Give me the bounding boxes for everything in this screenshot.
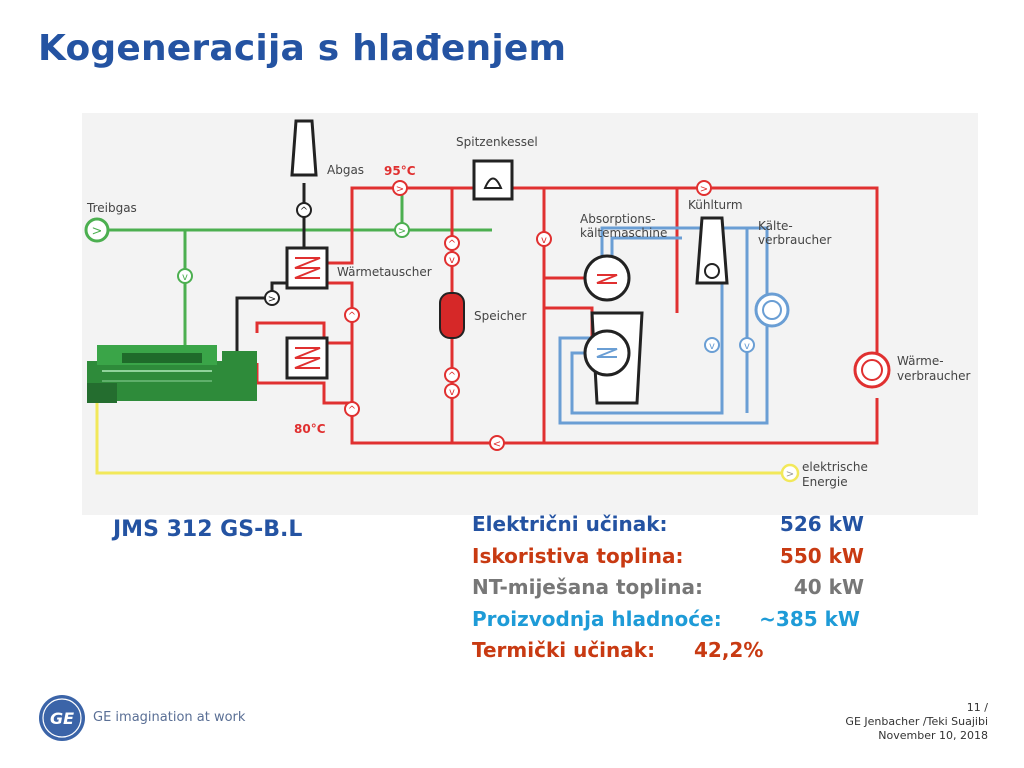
spec-value: ~385 kW xyxy=(759,606,860,631)
svg-text:v: v xyxy=(449,387,455,398)
svg-text:v: v xyxy=(709,341,715,352)
elektrische-label-1: elektrische xyxy=(802,460,868,474)
spec-label: Proizvodnja hladnoće: xyxy=(472,606,722,631)
svg-text:>: > xyxy=(700,184,708,195)
svg-text:^: ^ xyxy=(348,405,356,416)
gas-engine-icon xyxy=(87,345,257,403)
cooling-tower-icon xyxy=(695,216,729,285)
svg-text:v: v xyxy=(449,255,455,266)
spec-value: 42,2% xyxy=(694,638,764,662)
svg-text:^: ^ xyxy=(448,371,456,382)
svg-text:>: > xyxy=(398,226,406,237)
heat-flow-markers: > > v ^ ^ ^ v ^ v < xyxy=(344,180,712,451)
slide-footer: 11 / GE Jenbacher /Teki Suajibi November… xyxy=(845,701,988,743)
engine-model: JMS 312 GS-B.L xyxy=(113,517,303,542)
svg-text:^: ^ xyxy=(348,311,356,322)
storage-tank-icon xyxy=(439,292,465,339)
spec-thermal-efficiency: Termički učinak: 42,2% xyxy=(472,638,872,670)
brand-tagline: GE imagination at work xyxy=(93,710,246,725)
gas-inlet-icon xyxy=(84,217,110,243)
exhaust-stack-icon xyxy=(290,119,318,177)
svg-text:v: v xyxy=(744,341,750,352)
spec-cooling-production: Proizvodnja hladnoće: ~385 kW xyxy=(472,607,872,639)
kuehlturm-label: Kühlturm xyxy=(688,198,743,212)
svg-text:>: > xyxy=(786,469,794,480)
electric-line xyxy=(95,388,782,475)
spec-electric-power: Električni učinak: 526 kW xyxy=(472,512,872,544)
spec-label: NT-miješana toplina: xyxy=(472,575,704,599)
svg-text:>: > xyxy=(92,224,103,239)
diagram-background xyxy=(82,113,978,515)
temp-95-label: 95°C xyxy=(384,164,416,178)
kaelte-label-1: Kälte- xyxy=(758,219,793,233)
absorptions-label-2: kältemaschine xyxy=(580,226,667,240)
spitzenkessel-label: Spitzenkessel xyxy=(456,135,538,149)
spec-mixed-heat: NT-miješana toplina: 40 kW xyxy=(472,575,872,607)
page-number: 11 / xyxy=(966,701,988,714)
kaelte-label-2: verbraucher xyxy=(758,233,832,247)
waerme-label-1: Wärme- xyxy=(897,354,944,368)
svg-text:v: v xyxy=(182,272,188,283)
waermetauscher-label: Wärmetauscher xyxy=(337,265,432,279)
spec-label: Električni učinak: xyxy=(472,512,668,536)
svg-text:<: < xyxy=(493,439,501,450)
treibgas-label: Treibgas xyxy=(86,201,137,215)
spec-usable-heat: Iskoristiva toplina: 550 kW xyxy=(472,544,872,576)
spec-label: Iskoristiva toplina: xyxy=(472,543,684,568)
footer-date: November 10, 2018 xyxy=(878,729,988,742)
spec-label: Termički učinak: xyxy=(472,638,656,662)
elektrische-label-2: Energie xyxy=(802,475,848,489)
temp-80-label: 80°C xyxy=(294,422,326,436)
cogeneration-diagram: > > v > Treibgas > > v ^ ^ ^ v ^ xyxy=(82,113,978,515)
svg-text:>: > xyxy=(268,294,276,305)
abgas-label: Abgas xyxy=(327,163,364,177)
waerme-label-2: verbraucher xyxy=(897,369,971,383)
svg-text:v: v xyxy=(541,235,547,246)
spec-value: 40 kW xyxy=(793,575,864,599)
speicher-label: Speicher xyxy=(474,309,527,323)
spec-value: 526 kW xyxy=(779,512,864,536)
absorptions-label-1: Absorptions- xyxy=(580,212,656,226)
absorption-chiller-icon xyxy=(583,254,644,405)
svg-text:>: > xyxy=(396,184,404,195)
slide-title: Kogeneracija s hlađenjem xyxy=(38,28,567,69)
footer-author: GE Jenbacher /Teki Suajibi xyxy=(845,715,988,728)
svg-text:GE: GE xyxy=(50,709,74,728)
spec-value: 550 kW xyxy=(779,543,864,568)
specs-table: Električni učinak: 526 kW Iskoristiva to… xyxy=(472,512,872,670)
svg-text:^: ^ xyxy=(448,239,456,250)
svg-text:^: ^ xyxy=(300,206,308,217)
ge-logo-icon: GE xyxy=(39,695,85,741)
